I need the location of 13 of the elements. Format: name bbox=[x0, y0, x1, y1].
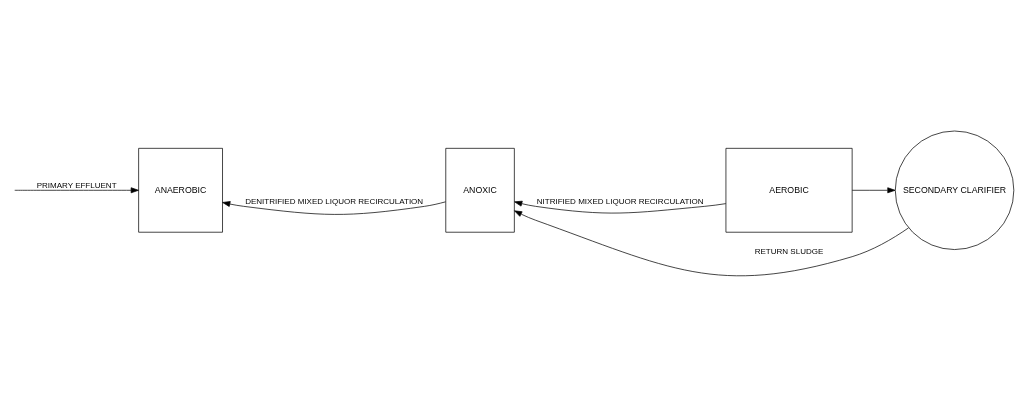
arrow bbox=[514, 209, 909, 276]
node-box: ANOXIC bbox=[445, 147, 515, 233]
arrow bbox=[14, 186, 139, 193]
node-circle: SECONDARY CLARIFIER bbox=[894, 130, 1015, 250]
edge-label: PRIMARY EFFLUENT bbox=[36, 180, 117, 190]
node-box: ANAEROBIC bbox=[138, 147, 223, 233]
arrow bbox=[222, 200, 446, 215]
edge-label: DENITRIFIED MIXED LIQUOR RECIRCULATION bbox=[245, 196, 424, 206]
node-box: AEROBIC bbox=[725, 147, 853, 233]
edge-label: NITRIFIED MIXED LIQUOR RECIRCULATION bbox=[536, 196, 704, 206]
arrow bbox=[514, 200, 727, 213]
edge-label: RETURN SLUDGE bbox=[754, 246, 824, 256]
arrow bbox=[851, 186, 896, 193]
